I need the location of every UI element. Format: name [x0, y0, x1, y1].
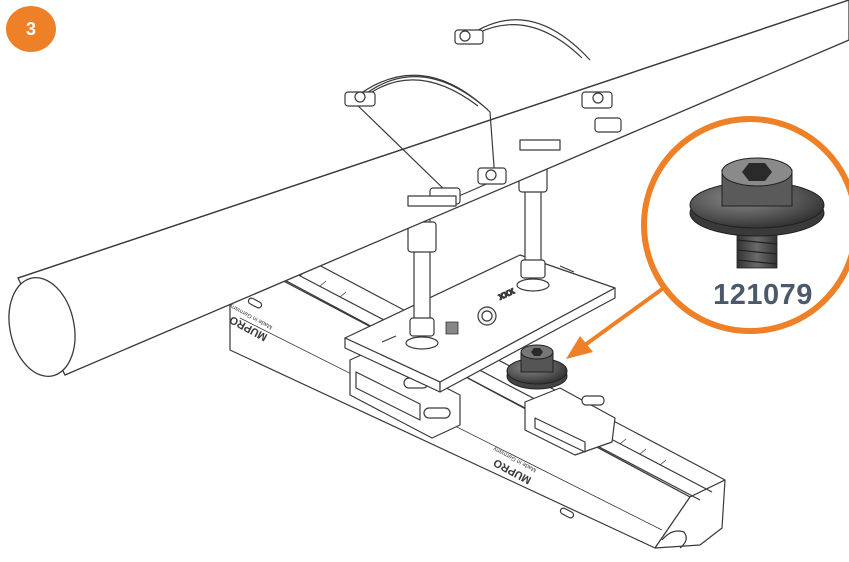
step-number-badge: 3 — [6, 6, 56, 52]
pipe-clamps — [344, 19, 622, 207]
detail-callout — [641, 116, 849, 334]
part-number-label: 121079 — [713, 279, 813, 311]
channel-brackets — [349, 349, 616, 456]
magnified-screw — [689, 157, 825, 269]
arrow-icon — [566, 336, 593, 359]
installed-screw — [506, 344, 568, 390]
callout-arrow — [566, 285, 667, 359]
threaded-rods — [405, 149, 550, 350]
